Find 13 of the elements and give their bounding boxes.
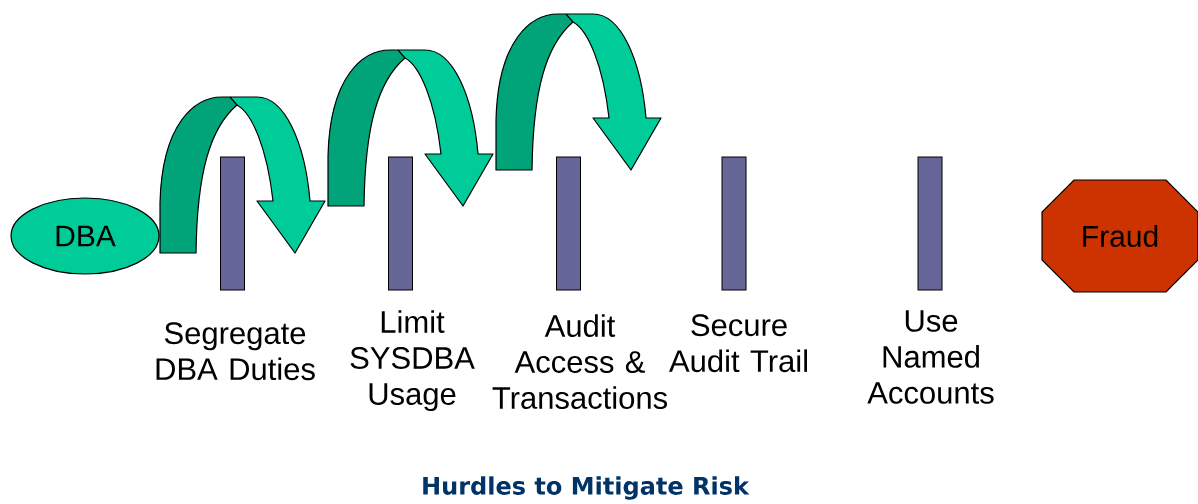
hurdle-bar	[556, 156, 581, 291]
ellipse-node: DBA	[10, 197, 160, 275]
hurdle-label: Segregate DBA Duties	[156, 322, 315, 381]
octagon-node: Fraud	[1041, 179, 1198, 293]
hurdle-bar	[220, 156, 245, 291]
hurdle-label: Audit Access & Transactions	[492, 314, 668, 409]
hurdle-bar	[388, 156, 413, 291]
hurdle-label: Limit SYSDBA Usage	[350, 310, 475, 412]
hurdle-bar	[721, 156, 747, 291]
hurdle-bar	[917, 156, 943, 291]
hurdle-label: Secure Audit Trail	[669, 314, 807, 373]
hurdle-label: Use Named Accounts	[867, 310, 994, 404]
caption: Hurdles to Mitigate Risk	[423, 476, 750, 500]
